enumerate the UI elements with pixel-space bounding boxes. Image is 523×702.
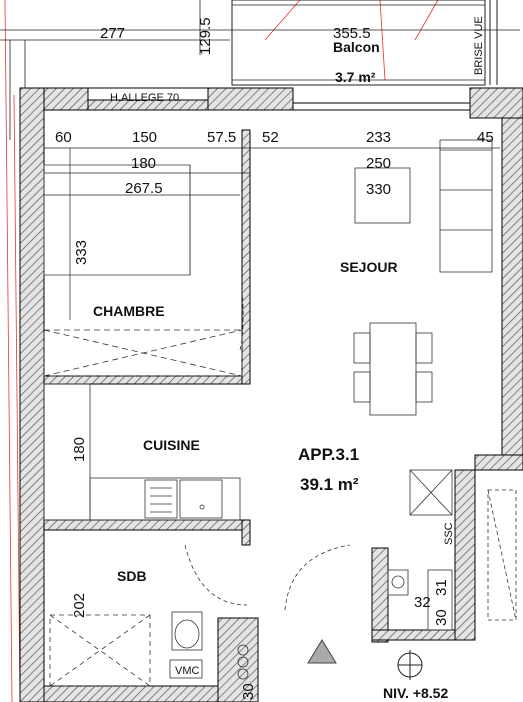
interior-dimension-lines xyxy=(44,147,500,320)
dim-57-5: 57.5 xyxy=(207,129,236,146)
text-labels: Balcon 3.7 m² CHAMBRE SEJOUR CUISINE SDB… xyxy=(55,16,494,701)
dim-129-5: 129.5 xyxy=(197,17,214,55)
dim-202: 202 xyxy=(71,593,88,618)
dim-233: 233 xyxy=(366,129,391,146)
dim-180-kitchen: 180 xyxy=(71,437,88,462)
facade-windows xyxy=(87,87,471,111)
room-label-cuisine: CUISINE xyxy=(143,437,200,453)
dim-267-5: 267.5 xyxy=(125,180,163,197)
dim-31: 31 xyxy=(433,579,450,596)
dim-52: 52 xyxy=(262,129,279,146)
construction-lines xyxy=(4,0,439,702)
bathroom-fixtures xyxy=(49,544,351,687)
technical-shaft xyxy=(387,489,517,631)
walls xyxy=(19,87,523,702)
dim-333: 333 xyxy=(73,240,90,265)
dim-45: 45 xyxy=(477,129,494,146)
level-label: NIV. +8.52 xyxy=(383,685,448,701)
living-furniture xyxy=(353,139,493,416)
dim-180-top: 180 xyxy=(131,155,156,172)
balcony xyxy=(231,0,498,86)
bedroom-furniture xyxy=(43,164,244,377)
room-label-sejour: SEJOUR xyxy=(340,259,398,275)
room-label-balcon: Balcon xyxy=(333,39,380,55)
level-marker xyxy=(307,639,423,680)
dim-30-b: 30 xyxy=(240,683,257,700)
apartment-area: 39.1 m² xyxy=(300,475,359,494)
allege-label: H.ALLEGE 70 xyxy=(110,92,179,104)
dim-277: 277 xyxy=(100,25,125,42)
room-label-sdb: SDB xyxy=(117,568,147,584)
room-label-chambre: CHAMBRE xyxy=(93,303,165,319)
balcon-area: 3.7 m² xyxy=(335,69,376,85)
kitchen-counters xyxy=(43,383,453,521)
apartment-name: APP.3.1 xyxy=(298,445,359,464)
dim-330: 330 xyxy=(366,181,391,198)
dim-150: 150 xyxy=(132,129,157,146)
dim-355-5: 355.5 xyxy=(333,25,371,42)
dim-32: 32 xyxy=(414,594,431,611)
dim-60: 60 xyxy=(55,129,72,146)
dim-30-a: 30 xyxy=(433,609,450,626)
exterior-dimension-lines xyxy=(0,0,520,140)
ssc-label: SSC xyxy=(443,522,455,545)
dim-250: 250 xyxy=(366,155,391,172)
vmc-label: VMC xyxy=(175,665,200,677)
brise-vue-label: BRISE VUE xyxy=(473,16,485,75)
